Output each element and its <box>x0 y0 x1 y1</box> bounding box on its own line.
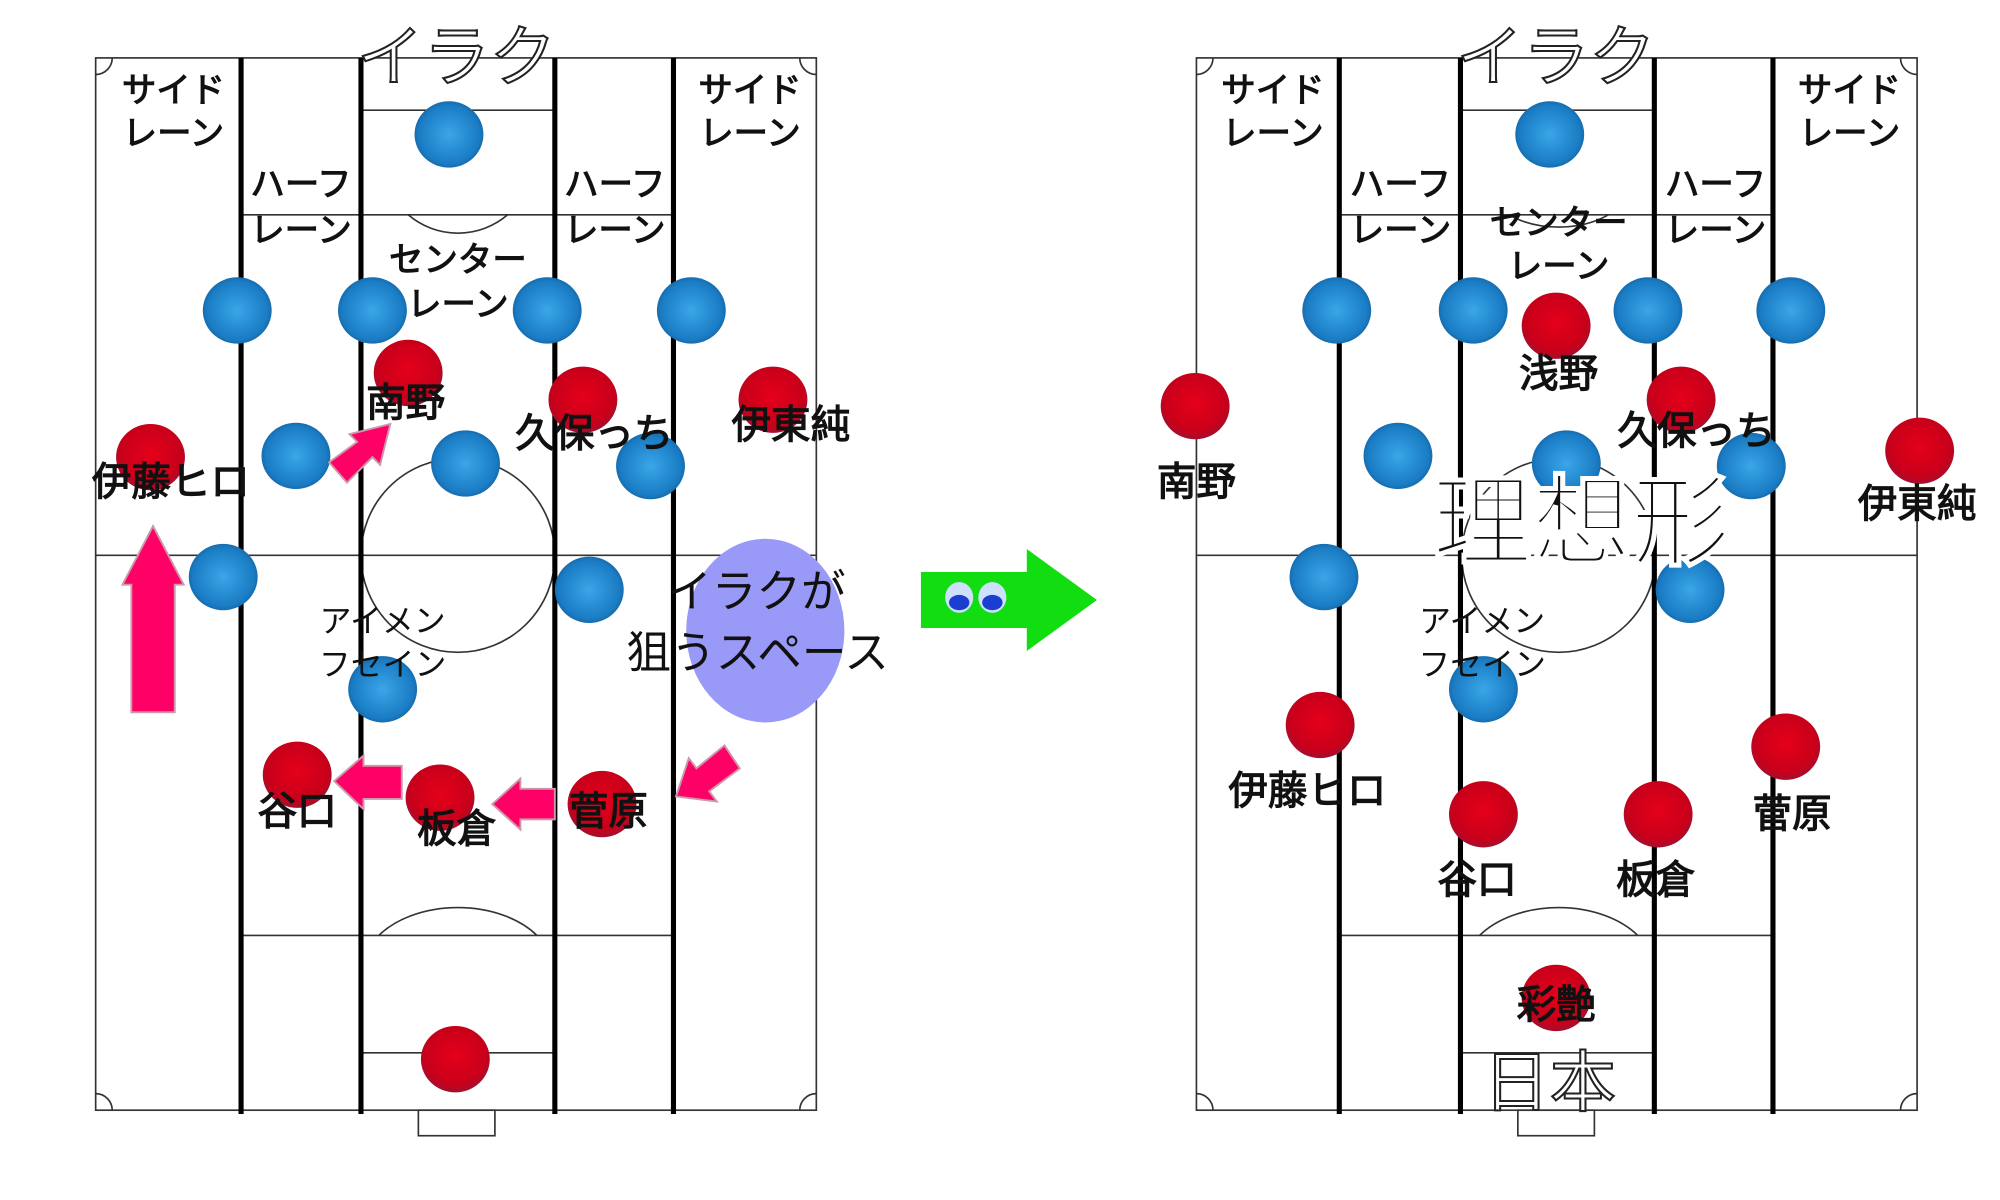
side-lane-label: サイド <box>122 71 225 111</box>
center-lane-label: センター <box>389 240 527 280</box>
opponent-player-label: フセイン <box>319 645 447 683</box>
center-lane-label: センター <box>1490 204 1628 244</box>
opponent-player-label: アイメン <box>1419 602 1545 640</box>
half-lane-label: レーン <box>1350 211 1452 251</box>
side-lane-label: レーン <box>123 114 225 154</box>
player-label: 久保っち <box>1617 409 1775 455</box>
target-space-label: イラクが <box>667 566 846 618</box>
target-space-zone <box>686 538 845 723</box>
side-lane-label: レーン <box>1799 114 1901 154</box>
player-label: 伊藤ヒロ <box>91 460 250 506</box>
opponent-label: イラク <box>357 18 556 96</box>
player-label: 彩艶 <box>1517 983 1596 1029</box>
center-lane-label: レーン <box>1508 247 1610 287</box>
half-lane-label: レーン <box>1665 211 1767 251</box>
japan-players <box>1160 292 1955 1032</box>
right-pitch: イラク 日本 サイド レーン サイド レーン ハーフ レーン ハーフ レーン セ… <box>1157 17 1977 1137</box>
opponent-player-label: フセイン <box>1418 645 1546 683</box>
player-label: 伊藤ヒロ <box>1227 768 1386 814</box>
half-lane-label: ハーフ <box>250 165 351 205</box>
player-label: 南野 <box>1157 460 1237 506</box>
player-label: 板倉 <box>417 807 497 853</box>
transition-arrow-icon <box>920 548 1097 652</box>
player-label: 伊東純 <box>1857 481 1977 527</box>
half-lane-label: レーン <box>564 211 666 251</box>
player-label: 谷口 <box>258 789 337 835</box>
movement-arrows <box>120 422 742 832</box>
side-lane-label: レーン <box>1222 114 1324 154</box>
side-lane-label: サイド <box>1221 71 1324 111</box>
ideal-formation-title: 理想形 <box>1432 466 1730 581</box>
player-label: 谷口 <box>1438 858 1517 904</box>
player-label: 菅原 <box>569 789 648 835</box>
target-space-label: 狙うスペース <box>626 627 888 679</box>
opponent-label: イラク <box>1457 18 1656 96</box>
iraq-players <box>1289 101 1826 723</box>
opponent-player-label: アイメン <box>320 602 446 640</box>
side-lane-label: サイド <box>1798 71 1901 111</box>
arrow-up-icon <box>120 523 186 714</box>
half-lane-label: ハーフ <box>1350 165 1451 205</box>
player-label: 伊東純 <box>731 402 851 448</box>
player-label: 板倉 <box>1616 858 1696 904</box>
home-team-label: 日本 <box>1483 1043 1616 1121</box>
player-label: 南野 <box>366 381 446 427</box>
player-label: 浅野 <box>1519 351 1599 397</box>
half-lane-label: ハーフ <box>564 165 665 205</box>
side-lane-label: サイド <box>698 71 801 111</box>
iraq-players <box>188 101 726 723</box>
player-label: 菅原 <box>1753 791 1832 837</box>
center-lane-label: レーン <box>407 285 509 325</box>
arrow-diagonal-icon <box>674 743 742 803</box>
goal <box>1517 1109 1596 1137</box>
side-lane-label: レーン <box>699 114 801 154</box>
half-lane-label: レーン <box>250 211 352 251</box>
japan-players <box>116 339 808 1093</box>
arrow-diagonal-icon <box>327 422 392 485</box>
goal <box>417 1109 496 1137</box>
arrow-left-icon <box>332 753 403 812</box>
left-pitch: イラク サイド レーン サイド レーン ハーフ レーン ハーフ レーン <box>91 17 889 1137</box>
half-lane-label: ハーフ <box>1665 165 1766 205</box>
player-label: 久保っち <box>515 411 673 457</box>
arrow-left-icon <box>490 776 556 832</box>
